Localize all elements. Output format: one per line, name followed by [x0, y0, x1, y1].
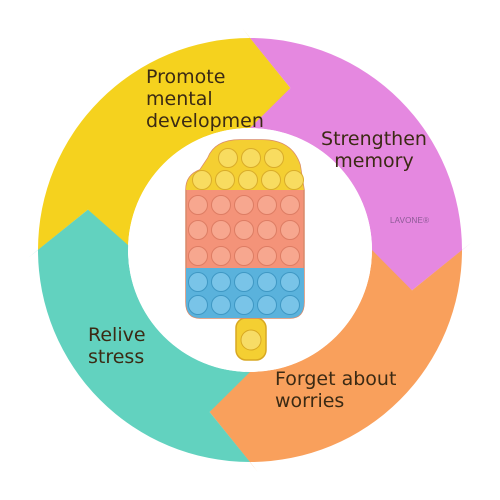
toy-bubble: [257, 246, 277, 266]
brand-watermark: LAVONE®: [390, 216, 430, 225]
toy-bubble: [188, 246, 208, 266]
toy-bubble: [261, 170, 281, 190]
label-strengthen: Strengthen memory: [321, 128, 427, 172]
toy-bubble: [264, 148, 284, 168]
toy-bubble: [238, 170, 258, 190]
toy-bubble: [234, 195, 254, 215]
toy-bubble: [211, 272, 231, 292]
toy-bubble: [234, 272, 254, 292]
segment-relive: [28, 209, 250, 462]
toy-bubble: [257, 195, 277, 215]
toy-bubble: [211, 246, 231, 266]
cycle-ring: [28, 28, 472, 472]
toy-bubble: [240, 329, 262, 351]
toy-bubble: [280, 246, 300, 266]
toy-bubble: [188, 195, 208, 215]
toy-bubble: [280, 272, 300, 292]
toy-bubble: [211, 195, 231, 215]
popsicle-toy-image: [185, 139, 305, 361]
segment-strengthen: [250, 38, 472, 291]
toy-bubble: [234, 246, 254, 266]
toy-bubble: [218, 148, 238, 168]
toy-bubble: [188, 220, 208, 240]
toy-bubble: [284, 170, 304, 190]
toy-bubble: [280, 195, 300, 215]
segment-forget: [209, 250, 462, 472]
toy-bubble: [234, 220, 254, 240]
label-forget: Forget about worries: [275, 368, 397, 412]
toy-bubble: [211, 220, 231, 240]
toy-bubble: [215, 170, 235, 190]
toy-bubble: [192, 170, 212, 190]
toy-bubble: [188, 295, 208, 315]
toy-bubble: [280, 220, 300, 240]
toy-bubble: [211, 295, 231, 315]
toy-bubble: [257, 295, 277, 315]
toy-bubble: [241, 148, 261, 168]
toy-bubble: [280, 295, 300, 315]
toy-bubble: [257, 220, 277, 240]
toy-bubble: [234, 295, 254, 315]
label-promote: Promote mental developmen: [146, 66, 264, 132]
toy-bubble: [257, 272, 277, 292]
label-relive: Relive stress: [88, 324, 146, 368]
toy-bubble: [188, 272, 208, 292]
segment-promote: [38, 28, 291, 250]
